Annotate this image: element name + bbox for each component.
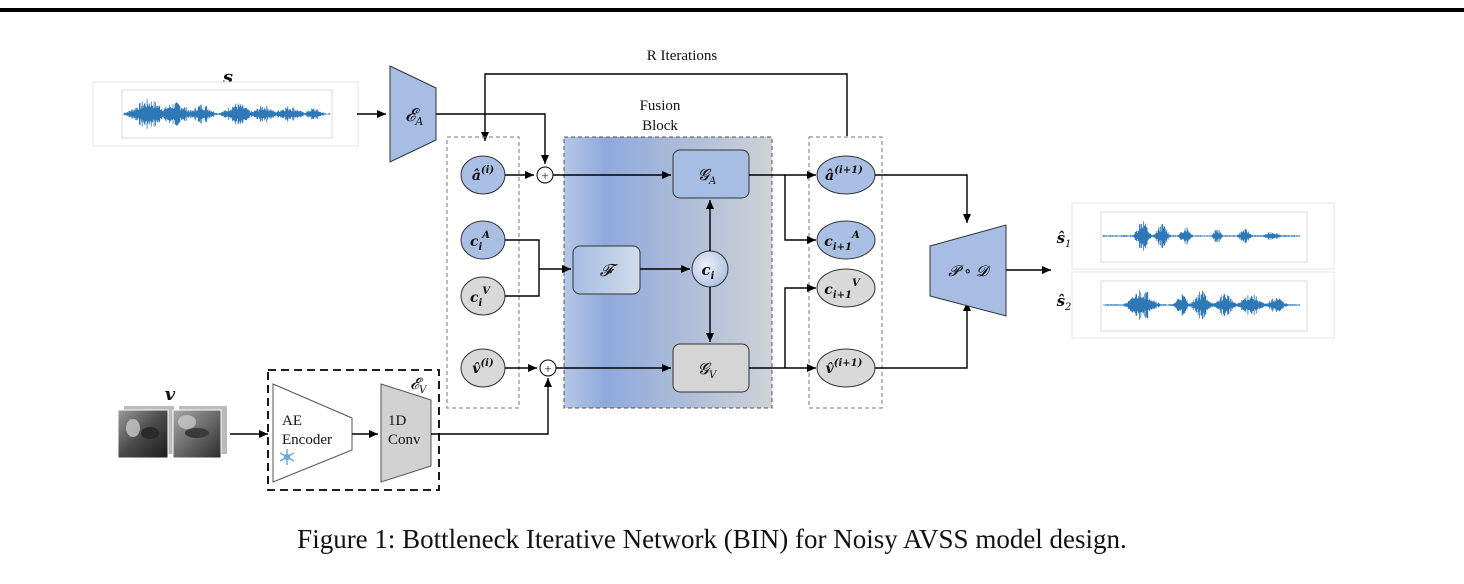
video-encoder-sub: V	[419, 385, 428, 396]
node-ci-v: ciV	[460, 276, 506, 316]
node-ci-a: ciA	[460, 220, 506, 260]
output-waveform-1	[1102, 221, 1301, 251]
conv-1d: 1D Conv	[380, 383, 432, 483]
node-a-i: â(i)	[460, 155, 506, 195]
input-state-group	[446, 136, 520, 409]
svg-text:â(i): â(i)	[472, 165, 495, 184]
ga-box: 𝓖A	[672, 149, 750, 199]
ae-encoder: AE Encoder	[272, 383, 353, 483]
audio-input-plot: s	[92, 67, 359, 147]
fusion-block-title-line1: Fusion	[640, 98, 681, 114]
svg-text:ciV: ciV	[470, 286, 491, 309]
output-waveform-2	[1102, 290, 1301, 320]
audio-sum-node: +	[536, 166, 554, 184]
video-sum-node: +	[539, 359, 557, 377]
a-next-to-decoder	[875, 174, 971, 223]
conv-label-line2: Conv	[388, 432, 421, 448]
audio-encoder: 𝓔A	[389, 65, 437, 163]
node-ci1-v: ci+1V	[816, 268, 876, 308]
top-rule	[0, 8, 1464, 12]
svg-text:𝓖V: 𝓖V	[698, 359, 718, 381]
audio-encoder-sub: A	[414, 115, 423, 128]
svg-text:â(i+1): â(i+1)	[825, 165, 863, 184]
conv-label-line1: 1D	[388, 413, 407, 429]
svg-text:ŝ1: ŝ1	[1057, 229, 1072, 250]
node-v-i: v̂(i)	[460, 348, 506, 388]
output-plot-1: ŝ1	[1057, 202, 1335, 270]
ci-merge-bracket	[505, 239, 540, 297]
svg-text:v̂(i+1): v̂(i+1)	[826, 358, 863, 377]
ae-encoder-label-line2: Encoder	[282, 432, 332, 448]
svg-text:ciA: ciA	[470, 230, 490, 253]
output-2-label: ŝ	[1057, 292, 1066, 310]
gv-to-ci1-v	[784, 284, 816, 368]
snowflake-icon	[279, 449, 295, 465]
svg-text:ci+1A: ci+1A	[824, 230, 860, 253]
node-a-next: â(i+1)	[816, 155, 876, 195]
ci-node: ci	[691, 250, 729, 288]
svg-text:ci+1V: ci+1V	[824, 278, 861, 301]
video-encoder-group	[267, 369, 440, 491]
figure-caption: Figure 1: Bottleneck Iterative Network (…	[297, 524, 1127, 554]
ae-encoder-label-line1: AE	[282, 413, 302, 429]
output-state-group	[808, 136, 883, 409]
audio-signal-label: s	[222, 67, 233, 88]
fusion-block-title-line2: Block	[642, 118, 678, 134]
ga-to-ci1-a	[784, 175, 816, 244]
output-1-label: ŝ	[1057, 229, 1066, 247]
audio-waveform	[123, 99, 331, 129]
conv-to-video-sum	[431, 378, 552, 435]
fusion-f-box: 𝓕	[572, 245, 641, 295]
video-signal-label: v	[165, 384, 176, 405]
svg-text:v̂(i): v̂(i)	[472, 358, 494, 377]
v-next-to-decoder	[875, 302, 971, 369]
svg-text:𝓔V: 𝓔V	[410, 374, 428, 396]
node-ci1-a: ci+1A	[816, 220, 876, 260]
r-iterations-loop	[481, 73, 848, 141]
svg-text:+: +	[544, 361, 551, 376]
svg-text:ci: ci	[702, 261, 715, 282]
r-iterations-label: R Iterations	[647, 48, 718, 64]
output-plot-2: ŝ2	[1057, 271, 1335, 339]
svg-text:+: +	[541, 168, 548, 183]
svg-text:𝓖A: 𝓖A	[698, 165, 716, 187]
decoder-label: 𝓟 ∘ 𝓓	[948, 262, 991, 280]
encoder-to-audio-sum	[436, 113, 549, 164]
svg-text:ŝ2: ŝ2	[1057, 292, 1072, 313]
node-v-next: v̂(i+1)	[816, 348, 876, 388]
gv-box: 𝓖V	[672, 343, 750, 393]
video-frames	[117, 406, 227, 459]
decoder: 𝓟 ∘ 𝓓	[929, 224, 1007, 317]
